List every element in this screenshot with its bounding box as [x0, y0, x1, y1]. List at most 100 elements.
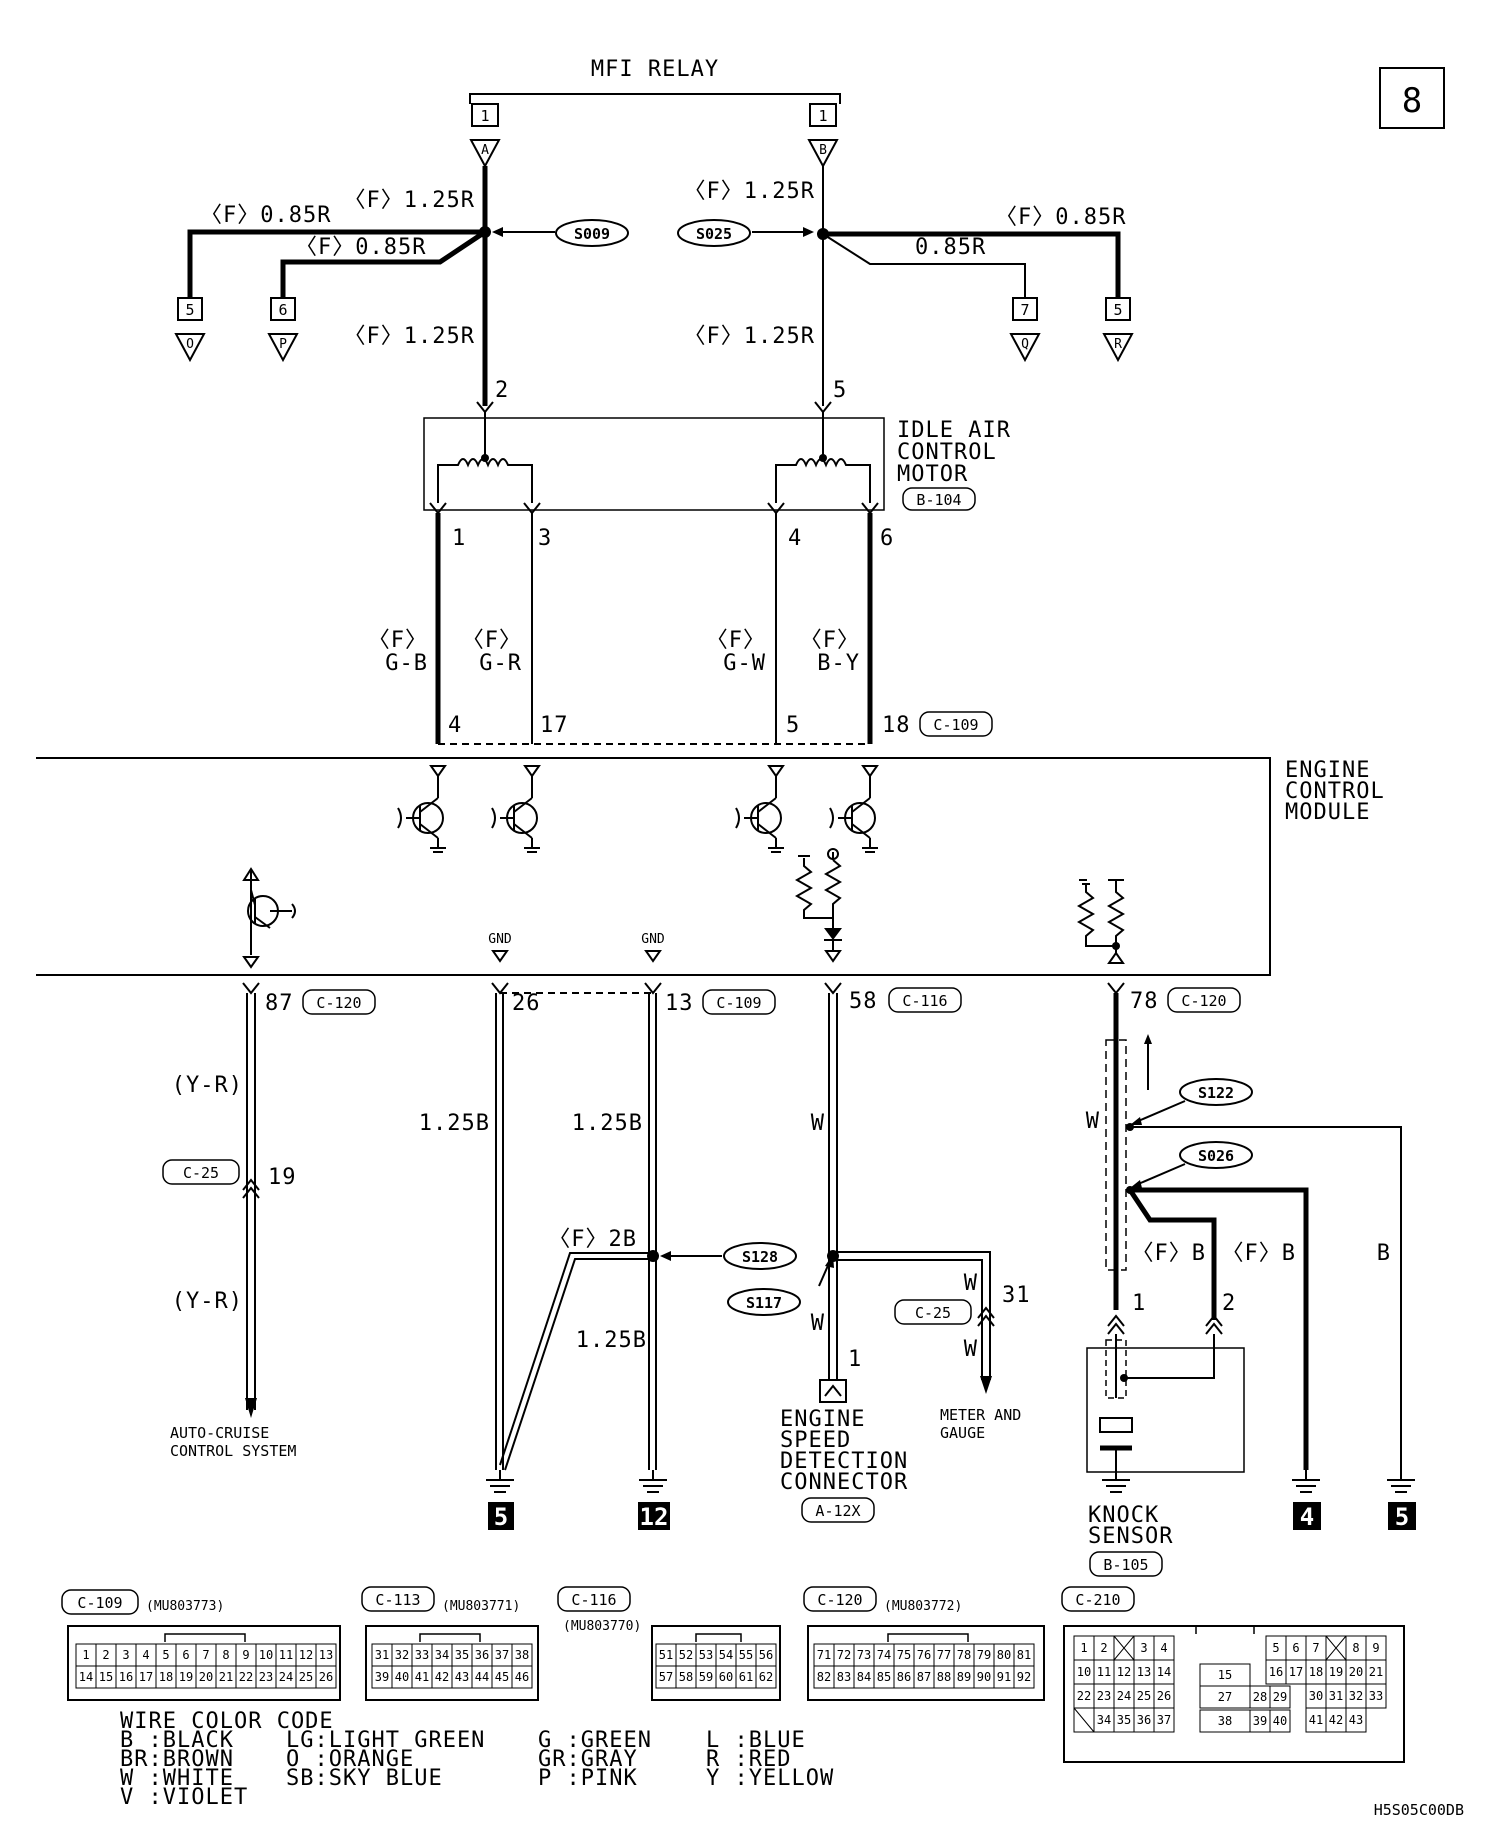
wire-to-o — [187, 229, 485, 298]
offpage-p-letter: P — [279, 337, 287, 352]
knock-pin2-terminal — [1205, 1314, 1223, 1335]
wire-125b-label-3: 1.25B — [576, 1328, 647, 1353]
pin-number: 53 — [699, 1648, 713, 1662]
color-code-title: WIRE COLOR CODE — [120, 1709, 334, 1734]
pin-number: 73 — [857, 1648, 871, 1662]
pin-number: 2 — [1100, 1641, 1107, 1655]
pin-number: 57 — [659, 1670, 673, 1684]
wire-fb-ground — [1130, 1187, 1309, 1470]
c109-top-label: C-109 — [933, 716, 978, 734]
pin-number: 20 — [199, 1670, 213, 1684]
pin-number: 61 — [739, 1670, 753, 1684]
pin-number: 24 — [1117, 1689, 1131, 1703]
offpage-r-terminal — [1102, 333, 1134, 363]
ecm-box — [36, 757, 1271, 976]
pin-number: 27 — [1218, 1690, 1232, 1704]
ecm-gnd-26 — [491, 950, 509, 963]
ecm-pin-58: 58 — [849, 989, 878, 1014]
iac-title-line3: MOTOR — [897, 462, 968, 487]
pin-number: 39 — [1253, 1714, 1267, 1728]
wire-fb-label-2: 〈F〉B — [1222, 1241, 1297, 1266]
iac-pin-6: 6 — [880, 526, 894, 551]
pin-number: 24 — [279, 1670, 293, 1684]
c113-view-tag — [361, 1586, 435, 1612]
pin-number: 1 — [82, 1648, 89, 1662]
wire-color-code: WIRE COLOR CODE B :BLACK BR:BROWN W :WHI… — [120, 1709, 833, 1810]
c25-label-1: C-25 — [183, 1164, 219, 1182]
pin-number: 11 — [1097, 1665, 1111, 1679]
c113-view-label: C-113 — [375, 1591, 420, 1609]
esd-conn-tag — [801, 1497, 875, 1523]
ecm-in-78 — [1107, 951, 1125, 964]
pin-number: 87 — [917, 1670, 931, 1684]
knock-conn-tag — [1089, 1551, 1163, 1577]
pin-number: 59 — [699, 1670, 713, 1684]
pin-number: 51 — [659, 1648, 673, 1662]
pin-number: 16 — [119, 1670, 133, 1684]
pin-cell — [1365, 1683, 1387, 1709]
pin-number: 13 — [1137, 1665, 1151, 1679]
c210-view-tag — [1061, 1586, 1135, 1612]
ground-symbol-5b: 5 — [1387, 1470, 1416, 1531]
color-code-w: W :WHITE — [120, 1766, 234, 1791]
pin-number: 62 — [759, 1670, 773, 1684]
pin-number: 8 — [222, 1648, 229, 1662]
pin-cell — [315, 1665, 337, 1689]
splice-s025 — [677, 219, 751, 247]
wire-w-label-1: W — [811, 1111, 825, 1136]
pin-cell — [1345, 1707, 1367, 1733]
pin-number: 23 — [1097, 1689, 1111, 1703]
knock-pin-2: 2 — [1222, 1291, 1236, 1316]
wire-to-q — [822, 233, 1026, 298]
pin-number: 16 — [1269, 1665, 1283, 1679]
c120-view-label: C-120 — [817, 1591, 862, 1609]
c120-tag-1 — [302, 989, 376, 1015]
pin-number: 20 — [1349, 1665, 1363, 1679]
pin-number: 26 — [319, 1670, 333, 1684]
shield-arrow-head — [1144, 1034, 1152, 1044]
pin-number: 7 — [1312, 1641, 1319, 1655]
pin-number: 41 — [1309, 1713, 1323, 1727]
pin-number: 58 — [679, 1670, 693, 1684]
c25-tag-1 — [162, 1159, 240, 1185]
wire-gb-label: G-B — [385, 651, 428, 676]
s025-arrowhead — [803, 227, 814, 237]
pin-number: 4 — [1160, 1641, 1167, 1655]
knock-internal-dot — [1120, 1374, 1128, 1382]
iac-ecm-wires: 〈F〉 G-B 〈F〉 G-R 〈F〉 G-W 〈F〉 B-Y 4 17 5 1… — [368, 513, 993, 745]
ecm-out-87 — [242, 956, 260, 969]
pin-cell — [755, 1665, 777, 1689]
esd-connector-mark — [824, 1384, 842, 1397]
c116-tag — [888, 987, 962, 1013]
c109-part-number: (MU803773) — [146, 1599, 224, 1614]
s128-arrowhead — [660, 1251, 671, 1261]
offpage-p-box — [270, 297, 296, 321]
pin-number: 3 — [1140, 1641, 1147, 1655]
wire-w-meter-b — [833, 1259, 983, 1380]
iac-pin-4: 4 — [788, 526, 802, 551]
knock-internal-shield — [1124, 1334, 1215, 1379]
c113-part-number: (MU803771) — [442, 1599, 520, 1614]
pin-number: 77 — [937, 1648, 951, 1662]
splice-s117-label: S117 — [746, 1294, 782, 1312]
c25-tag-2 — [894, 1299, 972, 1325]
pin-number: 33 — [415, 1648, 429, 1662]
pin-number: 2 — [102, 1648, 109, 1662]
pin-number: 7 — [202, 1648, 209, 1662]
cruise-arrow — [245, 1398, 257, 1418]
ecm-in-18 — [861, 765, 879, 778]
knock-internal-shield-box — [1105, 1339, 1127, 1399]
c116-view-label: C-116 — [571, 1591, 616, 1609]
iac-pin6-terminal — [861, 502, 879, 515]
ecm-pin-26: 26 — [512, 991, 541, 1016]
c109-label: C-109 — [716, 994, 761, 1012]
pin-number: 34 — [435, 1648, 449, 1662]
iac-left-coil — [437, 458, 533, 503]
pin-number: 92 — [1017, 1670, 1031, 1684]
wire-fb-label-1: 〈F〉B — [1132, 1241, 1207, 1266]
c109-tag — [702, 989, 776, 1015]
pin-number: 40 — [1273, 1714, 1287, 1728]
c25-inline-1 — [242, 1178, 260, 1199]
